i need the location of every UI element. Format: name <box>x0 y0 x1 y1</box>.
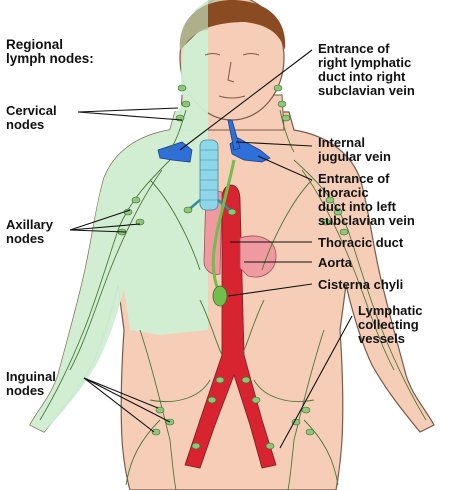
label-line: jugular vein <box>318 149 391 164</box>
label-line: nodes <box>6 231 45 246</box>
stomach <box>239 235 277 278</box>
label-line: collecting <box>358 317 419 332</box>
cisterna-chyli <box>212 285 228 307</box>
right-lymph-drainage-region <box>30 0 208 432</box>
cervical-nodes-label: Cervical nodes <box>6 104 57 132</box>
axillary-nodes-label: Axillary nodes <box>6 218 53 246</box>
esophagus <box>203 189 223 275</box>
label-line: right lymphatic <box>318 55 412 70</box>
face <box>204 53 260 99</box>
thoracic-duct-label: Thoracic duct <box>318 236 403 250</box>
label-line: Entrance of <box>318 171 390 186</box>
label-line: Inguinal <box>6 369 56 384</box>
label-line: Internal <box>318 135 365 150</box>
hair <box>179 0 286 50</box>
cisterna-chyli-label: Cisterna chyli <box>318 278 403 292</box>
inguinal-nodes-label: Inguinal nodes <box>6 370 56 398</box>
label-line: Aorta <box>318 255 352 270</box>
internal-jugular-vein-label: Internal jugular vein <box>318 136 391 164</box>
label-line: nodes <box>6 117 45 132</box>
label-line: subclavian vein <box>318 83 415 98</box>
label-line: Cervical <box>6 103 57 118</box>
thoracic-duct <box>211 159 236 295</box>
label-line: duct into right <box>318 69 406 84</box>
lymphatic-collecting-vessels-label: Lymphatic collecting vessels <box>358 304 423 346</box>
aorta-label: Aorta <box>318 256 352 270</box>
label-line: vessels <box>358 331 405 346</box>
label-line: Lymphatic <box>358 303 423 318</box>
label-line: thoracic <box>318 185 369 200</box>
right-lymphatic-duct-label: Entrance of right lymphatic duct into ri… <box>318 42 415 98</box>
heading-line-1: Regional <box>6 37 64 52</box>
label-line: Cisterna chyli <box>318 277 404 292</box>
label-line: Axillary <box>6 217 53 232</box>
label-line: nodes <box>6 383 45 398</box>
label-line: Entrance of <box>318 41 390 56</box>
leader-lines <box>69 49 353 449</box>
heading-label: Regional lymph nodes: <box>6 38 94 66</box>
label-line: subclavian vein <box>318 213 415 228</box>
label-line: Thoracic duct <box>318 235 404 250</box>
lymphatic-vessels <box>39 109 427 490</box>
heading-line-2: lymph nodes: <box>6 51 94 66</box>
label-line: duct into left <box>318 199 396 214</box>
trachea <box>185 139 233 213</box>
thoracic-duct-entrance-label: Entrance of thoracic duct into left subc… <box>318 172 415 228</box>
